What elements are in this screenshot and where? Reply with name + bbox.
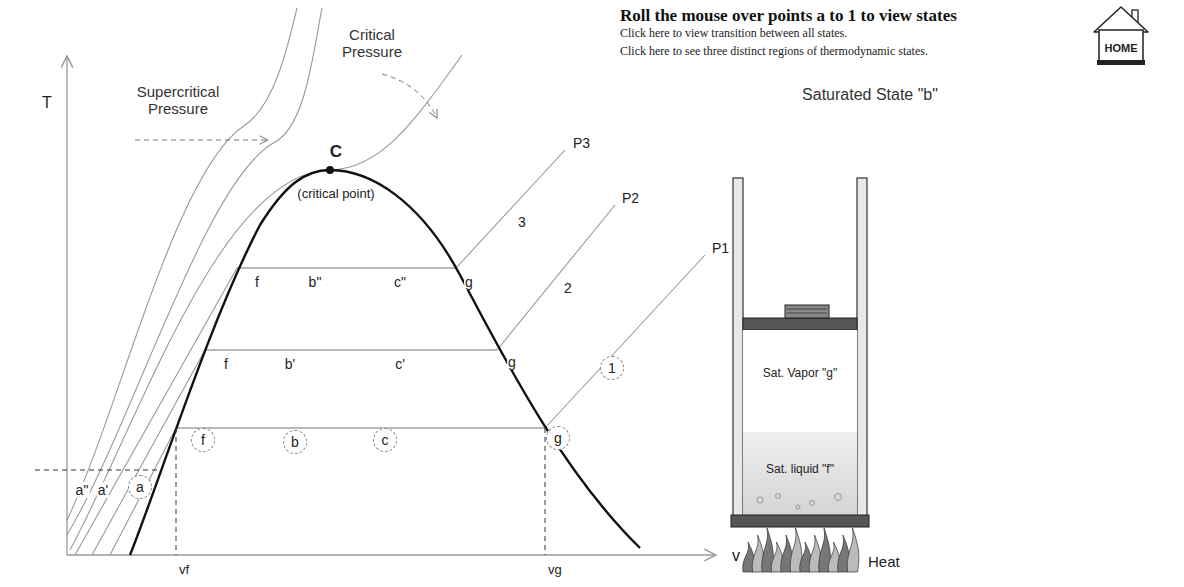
phase-label: Sat. Vapor "g" (743, 366, 857, 380)
state-label: 1 (608, 360, 616, 376)
home-button: HOME (1092, 4, 1150, 66)
bubble (776, 494, 781, 499)
critical-isobar (70, 55, 462, 550)
state-label: c' (394, 356, 406, 372)
isobar-name: Critical Pressure (332, 26, 412, 61)
state-heading: Saturated State "b" (802, 86, 938, 104)
state-label: a" (75, 482, 90, 498)
state-label: c (382, 432, 389, 448)
cylinder-wall (733, 178, 743, 518)
state-label: f (223, 356, 229, 372)
v-axis (67, 554, 716, 555)
liquid-fill (743, 432, 857, 515)
state-label: g (507, 354, 517, 370)
critical-point-dot (326, 166, 334, 174)
pressure-label: P3 (573, 135, 590, 151)
liquid-region: Sat. liquid "f" (743, 432, 857, 515)
state-label: b (291, 434, 299, 450)
supercritical-isobar (67, 8, 297, 520)
state-marker: c (373, 428, 397, 452)
state-label: c" (393, 274, 407, 290)
flame (847, 528, 859, 572)
link-text: Click here to see three distinct regions… (620, 45, 928, 59)
volume-label: vg (548, 563, 562, 578)
state-label: a (136, 479, 144, 495)
pressure-label: P1 (712, 240, 729, 256)
bubble (810, 501, 815, 506)
piston-knob (785, 305, 829, 318)
point-label: C (330, 142, 342, 162)
isobar-p1 (545, 255, 705, 428)
volume-label: vf (179, 563, 189, 578)
state-marker: g (546, 426, 570, 450)
region-number: 3 (518, 214, 526, 230)
isobar-name: Supercritical Pressure (126, 83, 231, 118)
pointer-arrow (135, 140, 268, 141)
house-roof (1094, 7, 1148, 32)
isobar-p1 (110, 428, 176, 555)
vf-guide (176, 428, 177, 555)
cylinder-wall (857, 178, 867, 518)
state-label: g (464, 274, 474, 290)
isobar-p2 (92, 350, 205, 555)
bubble (757, 497, 763, 503)
state-label: f (201, 432, 205, 448)
state-marker: f (191, 428, 215, 452)
piston-knob-ridge (787, 313, 827, 314)
isobar-p3 (75, 268, 237, 555)
pressure-label: P2 (622, 190, 639, 206)
state-label: f (254, 274, 260, 290)
page-title: Roll the mouse over points a to 1 to vie… (620, 6, 957, 26)
bubbles (757, 494, 842, 510)
saturation-dome (130, 170, 640, 555)
state-marker: a (128, 475, 152, 499)
state-marker: 1 (600, 356, 624, 380)
bubble (835, 494, 842, 501)
t-axis (66, 56, 67, 555)
vapor-region: Sat. Vapor "g" (743, 330, 857, 432)
link-text: Click here to view transition between al… (620, 27, 847, 41)
isobar-p3 (456, 150, 565, 268)
region-number: 2 (564, 280, 572, 296)
axis-label: T (42, 94, 52, 112)
house-body (1099, 30, 1143, 64)
piston (743, 318, 857, 330)
state-label: b' (284, 356, 296, 372)
bubble (796, 505, 800, 509)
piston-knob-ridge (787, 309, 827, 310)
button-label: HOME (1105, 42, 1138, 54)
heat-label: Heat (868, 553, 900, 570)
isobar-p2 (205, 349, 497, 350)
vg-guide (545, 428, 546, 555)
supercritical-isobar (67, 8, 322, 535)
pointer-arrow (382, 74, 437, 118)
state-label: b" (308, 274, 323, 290)
isobar-p1 (176, 427, 545, 428)
isobar-p3 (237, 267, 456, 268)
house-base (1097, 60, 1145, 65)
state-label: a' (97, 482, 109, 498)
state-a-guide (35, 470, 160, 471)
house-icon (1092, 4, 1150, 66)
cylinder-base (731, 515, 869, 527)
flames (743, 528, 859, 572)
phase-label: Sat. liquid "f" (743, 462, 857, 476)
state-label: g (554, 430, 562, 446)
axis-label: v (732, 547, 740, 565)
state-marker: b (283, 430, 307, 454)
isobar-p2 (497, 205, 615, 350)
point-note: (critical point) (297, 187, 374, 202)
